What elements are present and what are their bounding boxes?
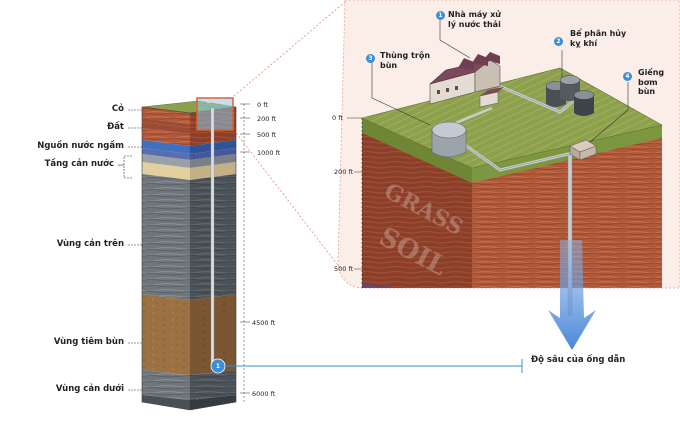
callout-label-digester: Bể phân hủy kỵ khí [570,29,627,48]
zoom-depth-500: 500 ft [334,265,354,273]
sludge-mixing-tank [431,121,467,158]
layer-label-injection-zone: Vùng tiêm bùn [53,337,124,347]
pipe-marker-number: 1 [215,362,221,370]
leader-1b [439,39,471,59]
column-front-groundwater [142,140,190,154]
column-depth-200: 200 ft [257,115,277,123]
column-depth-500: 500 ft [257,131,277,139]
surface-pipes [450,83,586,172]
layer-label-upper-confining: Vùng cản trên [56,239,124,249]
callout-label-pump-well: Giếng bơm bùn [638,68,665,96]
callout-badge-2: 2 [554,37,563,46]
sludge-pump-well [569,139,597,161]
layer-label-aquitard: Tầng cản nước [44,159,114,169]
pipe-depth-label: Độ sâu của ống dẫn [531,355,626,365]
zoom-depth-0: 0 ft [332,114,343,122]
column-front-soil [142,107,190,124]
layer-label-grass: Cỏ [111,104,124,114]
leader-4b [589,109,629,143]
leader-3b [371,97,431,126]
column-depth-1000: 1000 ft [257,149,281,157]
layer-label-groundwater: Nguồn nước ngầm [37,141,124,151]
anaerobic-digesters [545,75,595,116]
callout-badge-4: 4 [623,72,632,81]
column-depth-0: 0 ft [257,101,268,109]
column-front-lower-confining [142,370,190,400]
callout-badge-1: 1 [436,11,445,20]
column-front-injection-zone [142,294,190,375]
column-highlight [196,97,234,131]
column-front-aquitard [142,154,190,168]
column-front-soil-deep [142,118,190,128]
geologic-column [141,100,237,411]
zoom-connector-bottom [233,129,341,269]
layer-label-soil: Đất [107,122,124,132]
zoom-block-bottom [362,282,472,288]
column-depth-6000: 6000 ft [252,390,276,398]
callout-badge-3: 3 [366,54,375,63]
column-depth-4500: 4500 ft [252,319,276,327]
column-injection-pipe [210,107,215,367]
callout-label-treatment-plant: Nhà máy xử lý nước thải [448,10,501,29]
treatment-plant [429,52,504,108]
column-front-soil2 [142,122,190,134]
column-front-upper-confining [142,174,190,300]
zoom-grass-left-edge [362,118,472,183]
callout-label-mixing-tank: Thùng trộn bùn [380,51,431,70]
downward-flow-arrow [548,240,596,350]
zoom-connector-top [233,1,346,97]
layer-label-lower-confining: Vùng cản dưới [55,384,124,394]
zoom-depth-200: 200 ft [334,168,354,176]
